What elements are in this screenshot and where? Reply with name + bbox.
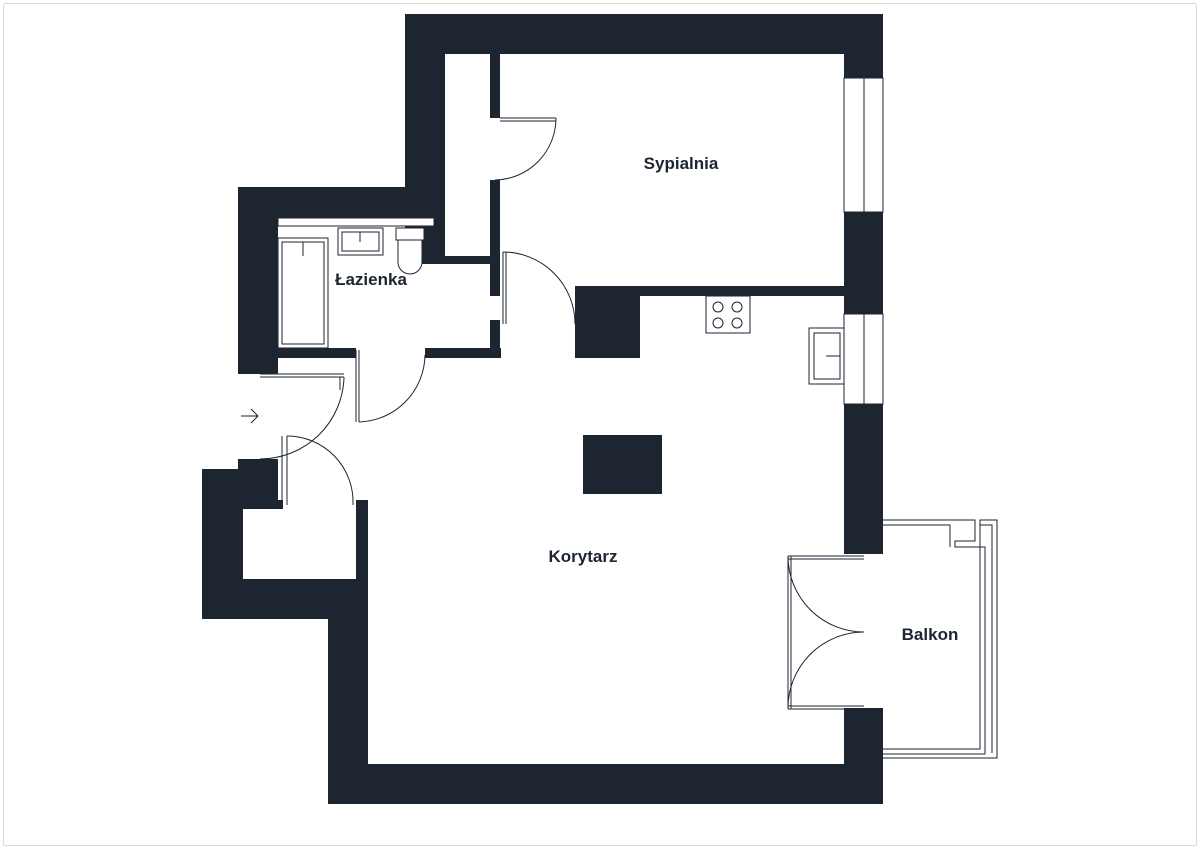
corridor-bedroom-door	[502, 251, 576, 325]
window-kitchen	[843, 313, 884, 405]
balcony-outline	[883, 519, 998, 759]
stove-icon	[705, 295, 751, 334]
kitchen-sink-icon	[808, 327, 845, 385]
room-label-balcony: Balkon	[902, 625, 959, 644]
window-bedroom	[843, 77, 884, 213]
sink-icon	[337, 227, 384, 256]
room-label-corridor: Korytarz	[549, 547, 618, 566]
bathroom-door	[355, 350, 426, 423]
balcony-doors	[787, 555, 865, 710]
entrance-door	[259, 373, 354, 506]
bedroom-door	[494, 117, 557, 181]
bathtub-icon	[277, 237, 329, 349]
room-label-bedroom: Sypialnia	[644, 154, 719, 173]
inner-closet-block	[243, 509, 356, 579]
room-label-bathroom: Łazienka	[335, 270, 407, 289]
bathroom-top-strip	[277, 217, 435, 227]
walls	[202, 14, 883, 804]
page-frame	[3, 3, 1197, 846]
entrance-arrow-icon	[241, 408, 259, 424]
toilet-icon	[395, 227, 425, 275]
